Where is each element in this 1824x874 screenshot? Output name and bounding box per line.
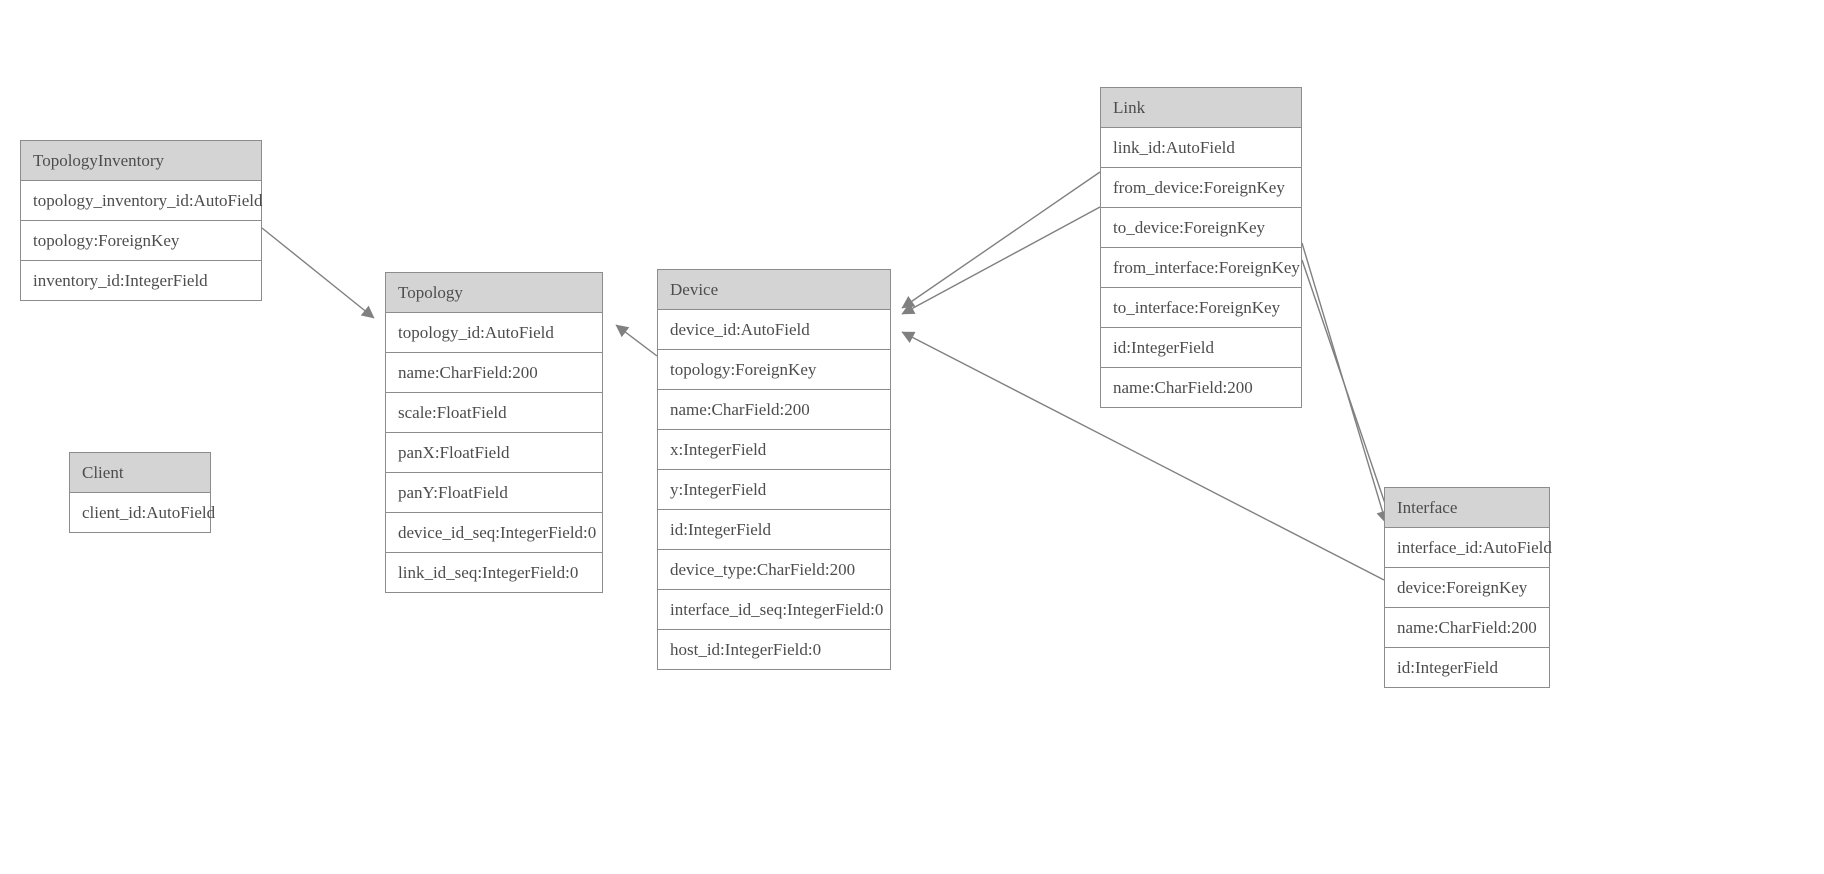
- entity-field[interactable]: y:IntegerField: [658, 470, 890, 510]
- entity-field[interactable]: name:CharField:200: [1101, 368, 1301, 407]
- entity-title: Topology: [386, 273, 602, 313]
- entity-field[interactable]: link_id:AutoField: [1101, 128, 1301, 168]
- edge-topologyinventory-topology: [261, 227, 375, 319]
- entity-link[interactable]: Link link_id:AutoField from_device:Forei…: [1100, 87, 1302, 408]
- entity-field[interactable]: device_id:AutoField: [658, 310, 890, 350]
- entity-field[interactable]: inventory_id:IntegerField: [21, 261, 261, 300]
- entity-field[interactable]: client_id:AutoField: [70, 493, 215, 532]
- entity-field[interactable]: interface_id_seq:IntegerField:0: [658, 590, 890, 630]
- entity-field[interactable]: topology_inventory_id:AutoField: [21, 181, 263, 221]
- entity-field[interactable]: from_device:ForeignKey: [1101, 168, 1301, 208]
- entity-interface[interactable]: Interface interface_id:AutoField device:…: [1384, 487, 1552, 688]
- entity-title: Device: [658, 270, 890, 310]
- entity-title: TopologyInventory: [21, 141, 261, 181]
- entity-field[interactable]: device_type:CharField:200: [658, 550, 890, 590]
- edge-link-from-device: [901, 171, 1101, 309]
- edge-link-to-device: [901, 206, 1101, 315]
- entity-field[interactable]: topology:ForeignKey: [21, 221, 261, 261]
- entity-field[interactable]: host_id:IntegerField:0: [658, 630, 890, 669]
- entity-field[interactable]: device_id_seq:IntegerField:0: [386, 513, 602, 553]
- entity-field[interactable]: from_interface:ForeignKey: [1101, 248, 1301, 288]
- entity-title: Interface: [1385, 488, 1549, 528]
- entity-field[interactable]: x:IntegerField: [658, 430, 890, 470]
- entity-field[interactable]: topology_id:AutoField: [386, 313, 602, 353]
- entity-device[interactable]: Device device_id:AutoField topology:Fore…: [657, 269, 891, 670]
- entity-field[interactable]: to_interface:ForeignKey: [1101, 288, 1301, 328]
- entity-field[interactable]: topology:ForeignKey: [658, 350, 890, 390]
- entity-field[interactable]: panY:FloatField: [386, 473, 602, 513]
- entity-topology[interactable]: Topology topology_id:AutoField name:Char…: [385, 272, 603, 593]
- entity-field[interactable]: interface_id:AutoField: [1385, 528, 1552, 568]
- edge-link-to-interface: [1301, 259, 1395, 525]
- entity-field[interactable]: panX:FloatField: [386, 433, 602, 473]
- entity-field[interactable]: link_id_seq:IntegerField:0: [386, 553, 602, 592]
- entity-field[interactable]: device:ForeignKey: [1385, 568, 1549, 608]
- entity-field[interactable]: name:CharField:200: [1385, 608, 1549, 648]
- entity-topology-inventory[interactable]: TopologyInventory topology_inventory_id:…: [20, 140, 263, 301]
- entity-client[interactable]: Client client_id:AutoField: [69, 452, 215, 533]
- entity-field[interactable]: id:IntegerField: [1101, 328, 1301, 368]
- edge-device-topology: [615, 324, 658, 357]
- entity-field[interactable]: id:IntegerField: [658, 510, 890, 550]
- entity-field[interactable]: scale:FloatField: [386, 393, 602, 433]
- entity-title: Link: [1101, 88, 1301, 128]
- edge-link-from-interface: [1301, 242, 1389, 524]
- entity-field[interactable]: name:CharField:200: [658, 390, 890, 430]
- entity-field[interactable]: name:CharField:200: [386, 353, 602, 393]
- entity-field[interactable]: to_device:ForeignKey: [1101, 208, 1301, 248]
- entity-field[interactable]: id:IntegerField: [1385, 648, 1549, 687]
- entity-title: Client: [70, 453, 210, 493]
